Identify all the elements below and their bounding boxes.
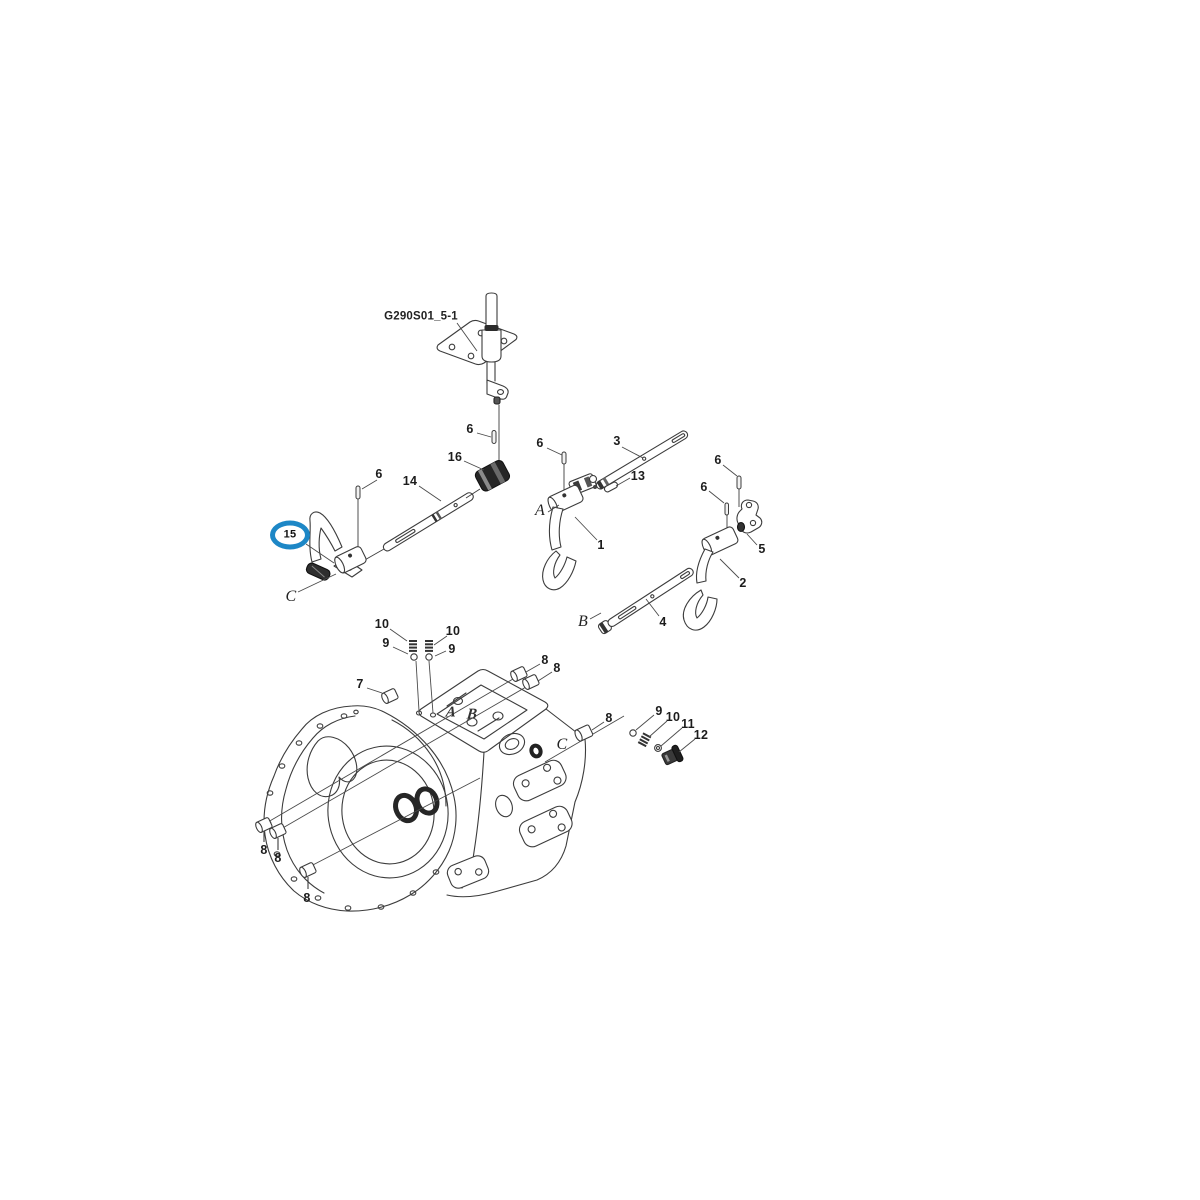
- pin-6-fork15: [355, 485, 361, 500]
- callout-14[interactable]: 14: [402, 473, 418, 488]
- flange-cutout: [306, 736, 358, 798]
- bushing-8-right: [574, 724, 594, 742]
- bell-housing-flange: [263, 705, 457, 912]
- bushing-8-bell-1: [255, 817, 273, 833]
- spring-pins-6: [355, 430, 742, 516]
- callout-1[interactable]: 1: [597, 537, 605, 552]
- pin-6-coupler: [491, 430, 497, 444]
- mounting-pad-lower: [518, 805, 573, 848]
- callout-6-fork2[interactable]: 6: [700, 479, 708, 494]
- bushing-8-bell-2: [269, 823, 287, 839]
- callout-10-left[interactable]: 10: [374, 616, 390, 631]
- shaft-oring: [484, 325, 499, 331]
- cover-plate: [436, 319, 518, 366]
- pin-6-fork1: [561, 451, 567, 465]
- bolt-axis-lines: [267, 660, 625, 868]
- bracket-5: [726, 489, 763, 534]
- detent-spring-case: [637, 732, 652, 748]
- callout-8-top2[interactable]: 8: [553, 660, 561, 675]
- part-code-label: G290S01_5-1: [384, 310, 458, 323]
- callout-8-bell3[interactable]: 8: [303, 890, 311, 905]
- callout-15[interactable]: 15: [283, 528, 297, 541]
- bottom-bracket: [446, 855, 490, 889]
- callout-6-bracket5[interactable]: 6: [714, 452, 722, 467]
- callout-9-case[interactable]: 9: [655, 703, 663, 718]
- callout-2[interactable]: 2: [739, 575, 747, 590]
- bushing-7: [381, 688, 399, 704]
- callout-12[interactable]: 12: [693, 727, 709, 742]
- callout-13[interactable]: 13: [630, 468, 646, 483]
- pin-13: [603, 481, 619, 493]
- bushing-8-top-1: [510, 666, 528, 682]
- callout-16[interactable]: 16: [447, 449, 463, 464]
- bearing-bore-ring: [393, 792, 419, 824]
- ref-letter-a-fork1: A: [534, 502, 546, 519]
- shift-fork-1: [542, 464, 598, 591]
- case-detent-set: [629, 729, 684, 766]
- callout-3[interactable]: 3: [613, 433, 621, 448]
- mounting-pad-upper: [512, 759, 567, 802]
- bushings: [255, 666, 594, 889]
- ref-letter-b-rod4: B: [577, 613, 589, 630]
- cast-letter-a-case: A: [445, 704, 458, 721]
- callout-10-right[interactable]: 10: [445, 623, 461, 638]
- ref-letter-c-case: C: [556, 736, 568, 753]
- callout-4[interactable]: 4: [659, 614, 667, 629]
- shift-fork-2: [682, 526, 739, 631]
- cast-letter-b-case: B: [466, 706, 479, 723]
- top-detent-parts: [409, 640, 433, 661]
- callout-7[interactable]: 7: [356, 676, 364, 691]
- shift-rod-14: [355, 488, 481, 566]
- side-seal-ring: [529, 743, 543, 759]
- bushing-8-bell-3: [299, 862, 317, 878]
- detent-spring-right: [425, 640, 433, 652]
- callout-8-top1[interactable]: 8: [541, 652, 549, 667]
- shift-fork-15: [305, 499, 367, 581]
- shift-rod-3: [595, 430, 689, 493]
- washer-11: [654, 744, 662, 752]
- callout-8-bell1[interactable]: 8: [260, 842, 268, 857]
- callout-11[interactable]: 11: [681, 716, 695, 731]
- plug-12: [661, 744, 684, 766]
- gearbox-housing: [263, 668, 587, 912]
- leader-lines: [297, 322, 758, 753]
- detent-spring-left: [409, 640, 417, 652]
- clutch-opening: [327, 745, 449, 879]
- detent-ball-right: [425, 653, 433, 661]
- case-top-flange: [418, 668, 549, 753]
- pin-6-fork2: [724, 502, 729, 516]
- highlight-ellipse-15[interactable]: 15: [270, 520, 310, 550]
- callout-6-fork15[interactable]: 6: [375, 466, 383, 481]
- pin-6-bracket5: [736, 475, 742, 490]
- callout-9-right[interactable]: 9: [448, 641, 456, 656]
- shifter-cover-assembly: [436, 292, 518, 465]
- shift-rod-4: [597, 567, 694, 635]
- callout-8-bell2[interactable]: 8: [274, 850, 282, 865]
- bracket-pin: [493, 396, 501, 405]
- coupler-16: [474, 460, 511, 492]
- callout-9-left[interactable]: 9: [382, 635, 390, 650]
- callout-5[interactable]: 5: [758, 541, 766, 556]
- callout-8-right[interactable]: 8: [605, 710, 613, 725]
- detent-ball-left: [410, 653, 418, 661]
- ref-letter-c-fork15: C: [285, 588, 297, 605]
- bushing-8-top-2: [522, 674, 540, 690]
- detent-ball-case: [629, 729, 637, 737]
- callout-6-fork1[interactable]: 6: [536, 435, 544, 450]
- case-top-opening: [436, 684, 528, 740]
- bearing-bore-ring: [414, 786, 440, 816]
- callout-6-coupler[interactable]: 6: [466, 421, 474, 436]
- callout-10-case[interactable]: 10: [665, 709, 681, 724]
